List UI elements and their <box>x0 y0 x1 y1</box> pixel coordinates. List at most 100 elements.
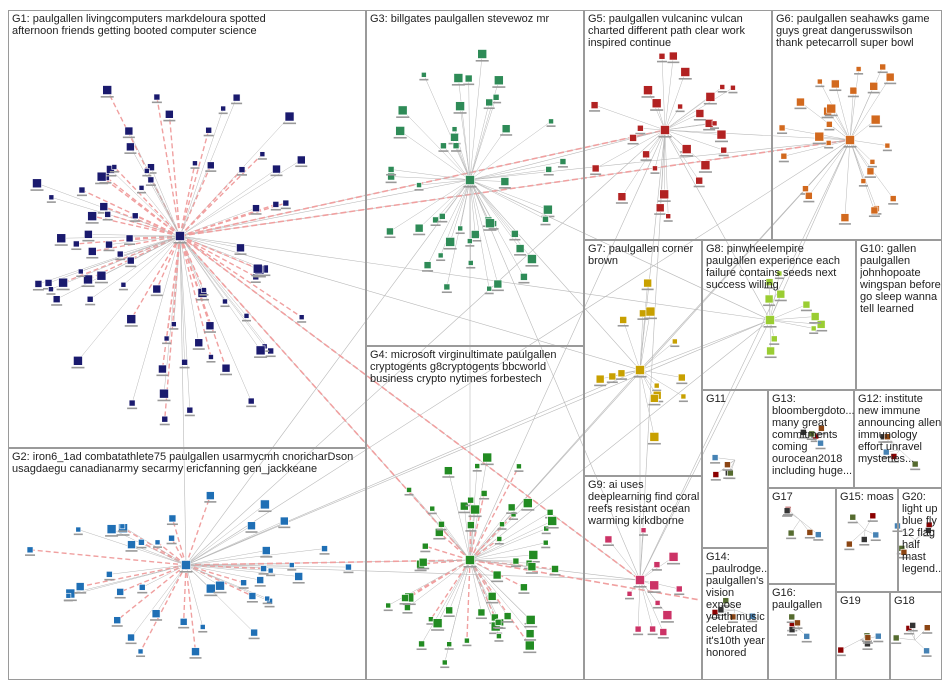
group-label-g14: G14: _paulrodge... paulgallen's vision e… <box>706 551 768 659</box>
g6-node-caption <box>838 223 851 225</box>
g1-node-edge <box>179 159 302 237</box>
g5-node-caption <box>615 202 628 204</box>
g2-node-caption <box>264 605 275 608</box>
g3-node-caption <box>484 292 494 295</box>
g2-node-edge <box>185 564 253 597</box>
bridge-edge <box>469 559 701 601</box>
g1-node-edge <box>77 235 181 361</box>
g5-node-caption <box>657 200 671 202</box>
g3-node-caption <box>396 116 410 118</box>
g1-node <box>48 286 54 293</box>
g3-node <box>445 237 455 247</box>
small-cluster-node <box>849 513 857 521</box>
cross-edge <box>185 179 471 566</box>
bridge-edge <box>179 129 666 237</box>
g7-node-caption <box>606 381 618 384</box>
g3-node-hub-caption <box>463 186 477 188</box>
group-panel-g20: G20: light up blue fly 12 flag half mast… <box>898 488 942 592</box>
g9-node-caption <box>625 597 635 600</box>
g9-node-caption <box>657 637 669 639</box>
g5-node <box>665 213 671 220</box>
g3-node <box>386 227 394 236</box>
g5-node-caption <box>590 173 602 176</box>
g4-node-caption <box>549 573 561 576</box>
g4-node <box>446 641 452 647</box>
g6-node-edge <box>849 139 871 172</box>
g1-node <box>56 233 67 244</box>
g4-node-caption <box>475 617 487 620</box>
g1-node-caption <box>76 275 86 278</box>
g9-node-caption <box>667 562 681 565</box>
g1-node <box>88 247 97 256</box>
small-cluster-node-caption <box>923 534 934 537</box>
g6-node-edge <box>849 139 877 209</box>
g1-node-caption <box>137 191 147 194</box>
g3-node <box>451 126 458 132</box>
g3-node-edge <box>449 179 471 243</box>
g6-node-caption <box>824 128 835 131</box>
g5-node-caption <box>718 154 729 157</box>
group-panel-g7: G7: paulgallen corner brown <box>584 240 702 476</box>
g7-node-caption <box>641 288 654 291</box>
g9-node-edge <box>637 579 641 630</box>
g1-node-edge <box>179 165 212 237</box>
g1-node <box>194 338 204 348</box>
g1-node <box>111 164 118 170</box>
g3-node-caption <box>491 101 502 104</box>
g1-node-edge <box>131 235 181 404</box>
small-cluster-node <box>717 606 725 614</box>
small-cluster-node <box>892 634 900 642</box>
g3-node-edge <box>459 106 471 181</box>
g4-node-edge <box>466 559 471 641</box>
cross-edge <box>469 179 641 581</box>
group-label-g7: G7: paulgallen corner brown <box>588 243 694 267</box>
g8-node-caption <box>809 322 822 324</box>
g1-node-caption <box>124 243 136 246</box>
g2-node-hub-caption <box>179 571 193 573</box>
g1-node-edge <box>179 235 191 411</box>
g4-node-caption <box>491 580 504 583</box>
g1-node-edge <box>179 108 224 237</box>
g3-node <box>453 73 464 83</box>
small-cluster-node-caption <box>922 632 933 634</box>
g2-node-edge <box>116 564 187 621</box>
g4-node <box>474 463 481 469</box>
g4-node-edge <box>469 559 530 564</box>
small-cluster-node <box>787 529 795 537</box>
g2-node-caption <box>204 594 218 597</box>
g9-node <box>653 561 661 568</box>
g3-node <box>545 166 552 173</box>
g5-node-caption <box>656 60 667 63</box>
g6-node-caption <box>854 73 864 75</box>
g1-node-edge <box>179 235 259 270</box>
g2-node <box>75 526 82 533</box>
g1-node-caption <box>94 281 108 284</box>
g1-node <box>104 211 111 218</box>
g3-node <box>527 254 537 264</box>
small-cluster-node <box>869 512 877 520</box>
g4-node-caption <box>427 512 437 515</box>
group-label-g15: G15: moas <box>840 491 894 503</box>
g4-node-caption <box>416 648 427 651</box>
g6-node-edge <box>835 83 851 141</box>
g5-node-edge <box>664 113 700 131</box>
g4-node-caption <box>442 476 455 478</box>
cross-edge <box>639 319 771 371</box>
g9-node-caption <box>653 606 663 609</box>
g5-node <box>680 67 691 77</box>
small-cluster-node-caption <box>806 438 817 441</box>
g1-node-edge <box>107 213 181 237</box>
small-cluster-node <box>911 460 919 468</box>
bridge-edge <box>179 235 641 581</box>
g4-node-caption <box>526 560 540 563</box>
g3-node-edge <box>469 161 563 181</box>
group-panel-g1: G1: paulgallen livingcomputers markdelou… <box>8 10 366 448</box>
small-cluster-node-caption <box>786 621 797 624</box>
g1-node-caption <box>169 328 179 330</box>
g6-node-caption <box>821 116 834 119</box>
g1-node-caption <box>104 174 117 177</box>
g4-node-edge <box>469 465 520 561</box>
g1-node-caption <box>252 275 266 278</box>
g5-node-caption <box>717 90 727 93</box>
g4-node-caption <box>399 603 411 605</box>
